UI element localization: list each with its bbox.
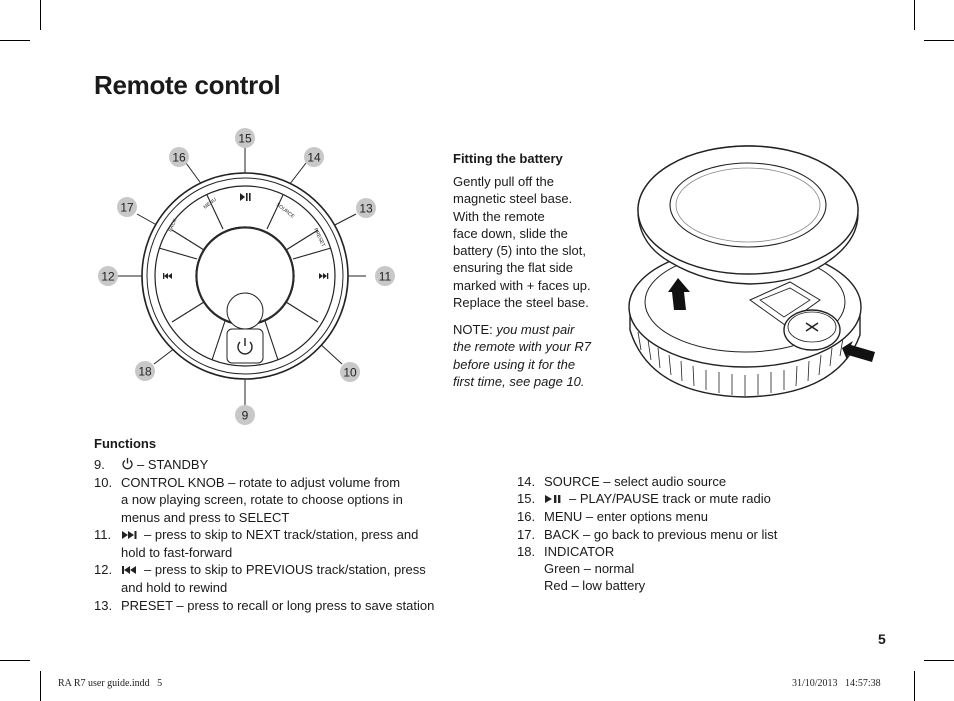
- next-track-icon: [121, 527, 141, 544]
- note-line: the remote with your R7: [453, 339, 592, 355]
- function-number: 11.: [94, 526, 112, 542]
- function-text: a now playing screen, rotate to choose o…: [121, 492, 403, 508]
- fitting-line: face down, slide the: [453, 225, 568, 241]
- pairing-note: NOTE: you must pair the remote with your…: [453, 321, 623, 390]
- note-line: first time, see page 10.: [453, 373, 585, 389]
- power-icon: [237, 338, 253, 355]
- crop-mark: [914, 0, 915, 30]
- lift-arrow-icon: [668, 278, 690, 310]
- play-pause-icon: [240, 193, 251, 201]
- function-text: and hold to rewind: [121, 580, 228, 596]
- function-number: 17.: [517, 526, 536, 542]
- fitting-line: Replace the steel base.: [453, 295, 589, 311]
- note-label: NOTE:: [453, 322, 493, 337]
- function-text: PRESET – press to recall or long press t…: [121, 597, 435, 613]
- functions-list-left: 9. – STANDBY 10. CONTROL KNOB – rotate t…: [94, 456, 484, 614]
- page-number: 5: [878, 631, 886, 647]
- crop-mark: [40, 671, 41, 701]
- function-text: – press to skip to PREVIOUS track/statio…: [144, 562, 426, 578]
- function-text: SOURCE – select audio source: [544, 474, 727, 489]
- play-pause-icon: [544, 491, 566, 508]
- callout-14: 14: [307, 151, 321, 165]
- callout-17: 17: [120, 201, 134, 215]
- function-text: CONTROL KNOB – rotate to adjust volume f…: [121, 475, 401, 491]
- next-track-icon: [319, 273, 329, 279]
- functions-list-right: 14. SOURCE – select audio source 15. – P…: [517, 473, 847, 594]
- indicator-light: [226, 292, 264, 330]
- function-text: – press to skip to NEXT track/station, p…: [144, 526, 419, 542]
- plus-sign-icon: [805, 322, 819, 332]
- function-item: 11. – press to skip to NEXT track/statio…: [94, 526, 484, 561]
- insert-arrow-icon: [842, 341, 875, 362]
- function-text: Red – low battery: [544, 578, 646, 594]
- crop-mark: [914, 671, 915, 701]
- fitting-line: ensuring the flat side: [453, 260, 573, 276]
- function-number: 14.: [517, 474, 536, 489]
- crop-mark: [0, 40, 30, 41]
- crop-mark: [40, 0, 41, 30]
- function-text: – STANDBY: [137, 457, 209, 472]
- function-number: 10.: [94, 475, 113, 491]
- fitting-line: battery (5) into the slot,: [453, 243, 586, 259]
- crop-mark: [924, 660, 954, 661]
- function-number: 12.: [94, 562, 113, 578]
- battery-illustration: [628, 145, 875, 398]
- fitting-line: Gently pull off the: [453, 174, 554, 189]
- function-item: 13. PRESET – press to recall or long pre…: [94, 597, 484, 614]
- callout-12: 12: [101, 270, 115, 284]
- function-text: INDICATOR: [544, 543, 615, 559]
- note-line: you must pair: [496, 322, 575, 337]
- function-number: 16.: [517, 509, 536, 525]
- fitting-line: magnetic steel base.: [453, 191, 573, 207]
- fitting-instructions: Gently pull off the magnetic steel base.…: [453, 173, 623, 311]
- callout-9: 9: [242, 409, 249, 423]
- function-number: 18.: [517, 543, 536, 559]
- function-text: BACK – go back to previous menu or list: [544, 526, 778, 542]
- power-icon: [121, 457, 134, 474]
- functions-heading: Functions: [94, 436, 157, 451]
- function-item: 12. – press to skip to PREVIOUS track/st…: [94, 561, 484, 596]
- previous-track-icon: [163, 273, 172, 279]
- note-line: before using it for the: [453, 356, 576, 372]
- previous-track-icon: [121, 562, 141, 579]
- crop-mark: [0, 660, 30, 661]
- function-text: MENU – enter options menu: [544, 509, 709, 525]
- callout-15: 15: [238, 132, 252, 146]
- function-item: 9. – STANDBY: [94, 456, 484, 474]
- function-item: 16. MENU – enter options menu: [517, 508, 847, 525]
- function-item: 14. SOURCE – select audio source: [517, 473, 847, 490]
- function-text: Green – normal: [544, 561, 635, 577]
- callout-18: 18: [138, 365, 152, 379]
- page-title: Remote control: [94, 70, 281, 100]
- function-item: 10. CONTROL KNOB – rotate to adjust volu…: [94, 474, 484, 526]
- callout-16: 16: [172, 151, 186, 165]
- fitting-line: marked with + faces up.: [453, 277, 591, 293]
- fitting-heading: Fitting the battery: [453, 151, 563, 166]
- crop-mark: [924, 40, 954, 41]
- function-number: 15.: [517, 491, 536, 507]
- function-number: 13.: [94, 597, 113, 613]
- function-number: 9.: [94, 457, 105, 472]
- function-text: menus and press to SELECT: [121, 509, 290, 525]
- footer-filename: RA R7 user guide.indd 5: [58, 678, 163, 689]
- function-item: 17. BACK – go back to previous menu or l…: [517, 526, 847, 543]
- function-item: 15. – PLAY/PAUSE track or mute radio: [517, 490, 847, 508]
- callout-13: 13: [359, 202, 373, 216]
- remote-diagram: MENU SOURCE BACK PRESET 15 16 14 17 13 1…: [98, 128, 395, 425]
- footer-timestamp: 31/10/2013 14:57:38: [792, 678, 881, 689]
- function-text: hold to fast-forward: [121, 545, 233, 561]
- back-button-label: BACK: [167, 217, 178, 232]
- function-text: – PLAY/PAUSE track or mute radio: [569, 491, 771, 507]
- callout-10: 10: [343, 366, 357, 380]
- callout-11: 11: [379, 270, 392, 284]
- fitting-line: With the remote: [453, 208, 545, 224]
- function-item: 18. INDICATOR Green – normal Red – low b…: [517, 543, 847, 595]
